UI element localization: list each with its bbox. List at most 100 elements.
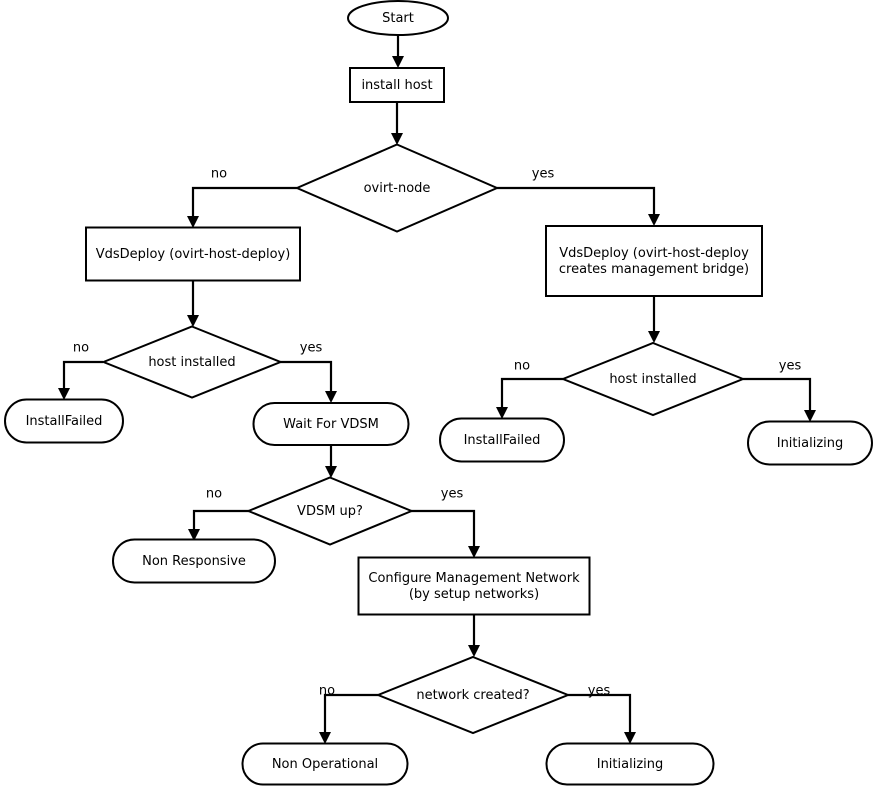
edge-line	[192, 509, 249, 537]
decision-diamond[interactable]	[245, 476, 415, 546]
node-vdsdeploy-left[interactable]: VdsDeploy (ovirt-host-deploy)	[85, 226, 301, 282]
edge-label: no	[206, 487, 222, 502]
edge-e-vdsmup-no: no	[188, 487, 249, 541]
edge-label: yes	[441, 487, 464, 502]
edge-line	[191, 186, 297, 224]
arrow-head-icon	[648, 214, 660, 226]
edge-e-hostinstl-no: no	[58, 341, 103, 400]
edge-label: yes	[588, 684, 611, 699]
node-label: InstallFailed	[464, 433, 541, 448]
node-label: Initializing	[597, 757, 664, 772]
terminator-rounded[interactable]	[252, 402, 410, 446]
arrow-head-icon	[188, 529, 200, 541]
process-rect[interactable]	[357, 556, 591, 616]
edges-layer: no yes no yes no yes no yes no yes	[58, 35, 816, 744]
node-install-failed-l[interactable]: InstallFailed	[4, 398, 124, 444]
edge-label: no	[211, 167, 227, 182]
arrow-head-icon	[325, 391, 337, 403]
edge-line	[411, 509, 476, 554]
edge-label: no	[319, 684, 335, 699]
node-label: Configure Management Network(by setup ne…	[368, 571, 580, 602]
arrow-head-icon	[496, 407, 508, 419]
terminator-ellipse[interactable]	[347, 0, 449, 36]
node-label: VdsDeploy (ovirt-host-deploy)	[96, 247, 291, 262]
edge-e-hostinstl-yes: yes	[280, 341, 337, 403]
terminator-rounded[interactable]	[112, 538, 276, 584]
edge-label: yes	[779, 359, 802, 374]
node-initializing-r[interactable]: Initializing	[747, 420, 873, 466]
arrow-head-icon	[58, 388, 70, 400]
node-label: InstallFailed	[26, 414, 103, 429]
arrow-head-icon	[624, 732, 636, 744]
arrow-head-icon	[392, 56, 404, 68]
edge-e-hostinstr-yes: yes	[743, 359, 816, 422]
node-wait-for-vdsm[interactable]: Wait For VDSM	[252, 402, 410, 446]
node-host-installed-r[interactable]: host installed	[560, 341, 746, 417]
terminator-rounded[interactable]	[4, 398, 124, 444]
edge-line	[323, 693, 378, 740]
arrow-head-icon	[468, 546, 480, 558]
node-non-responsive[interactable]: Non Responsive	[112, 538, 276, 584]
arrow-head-icon	[319, 732, 331, 744]
edge-line	[497, 186, 656, 222]
edge-label: yes	[532, 167, 555, 182]
node-label: VDSM up?	[297, 504, 363, 519]
node-vdsm-up[interactable]: VDSM up?	[245, 476, 415, 546]
arrow-head-icon	[187, 315, 199, 327]
node-label: host installed	[148, 355, 235, 370]
edge-e-install-ovirtnode	[391, 102, 403, 145]
edge-line	[743, 377, 812, 418]
node-configure-net[interactable]: Configure Management Network(by setup ne…	[357, 556, 591, 616]
terminator-rounded[interactable]	[241, 742, 409, 786]
node-label: network created?	[416, 688, 529, 703]
node-label: ovirt-node	[364, 181, 431, 196]
terminator-rounded[interactable]	[439, 417, 565, 463]
arrow-head-icon	[325, 466, 337, 478]
node-label: host installed	[609, 372, 696, 387]
node-label: Non Responsive	[142, 554, 246, 569]
edge-e-wait-vdsmup	[325, 445, 337, 478]
decision-diamond[interactable]	[560, 341, 746, 417]
node-install-failed-r[interactable]: InstallFailed	[439, 417, 565, 463]
decision-diamond[interactable]	[294, 143, 500, 233]
edge-line	[568, 693, 632, 740]
node-ovirt-node[interactable]: ovirt-node	[294, 143, 500, 233]
node-label: Start	[382, 11, 414, 26]
edge-e-confignet-netcr	[468, 615, 480, 657]
process-rect[interactable]	[85, 226, 301, 282]
process-rect[interactable]	[545, 225, 763, 297]
edge-label: no	[73, 341, 89, 356]
decision-diamond[interactable]	[100, 325, 284, 399]
edge-line	[62, 360, 103, 396]
arrow-head-icon	[468, 645, 480, 657]
node-network-created[interactable]: network created?	[375, 655, 571, 735]
terminator-rounded[interactable]	[747, 420, 873, 466]
edge-label: no	[514, 359, 530, 374]
edge-e-start-install	[392, 35, 404, 68]
edge-e-netcr-no: no	[319, 684, 378, 744]
terminator-rounded[interactable]	[545, 742, 715, 786]
edge-e-ovirtnode-no: no	[187, 167, 297, 228]
node-initializing-b[interactable]: Initializing	[545, 742, 715, 786]
node-label: install host	[361, 78, 432, 93]
node-non-operational[interactable]: Non Operational	[241, 742, 409, 786]
arrow-head-icon	[648, 331, 660, 343]
node-host-installed-l[interactable]: host installed	[100, 325, 284, 399]
node-label: Wait For VDSM	[283, 417, 379, 432]
arrow-head-icon	[187, 216, 199, 228]
node-start[interactable]: Start	[347, 0, 449, 36]
decision-diamond[interactable]	[375, 655, 571, 735]
edge-e-vdsl-hostinst	[187, 281, 199, 327]
node-install-host[interactable]: install host	[349, 67, 445, 103]
edge-e-hostinstr-no: no	[496, 359, 563, 419]
arrow-head-icon	[804, 410, 816, 422]
node-label: Non Operational	[272, 757, 378, 772]
edge-label: yes	[300, 341, 323, 356]
process-rect[interactable]	[349, 67, 445, 103]
edge-line	[280, 360, 333, 399]
